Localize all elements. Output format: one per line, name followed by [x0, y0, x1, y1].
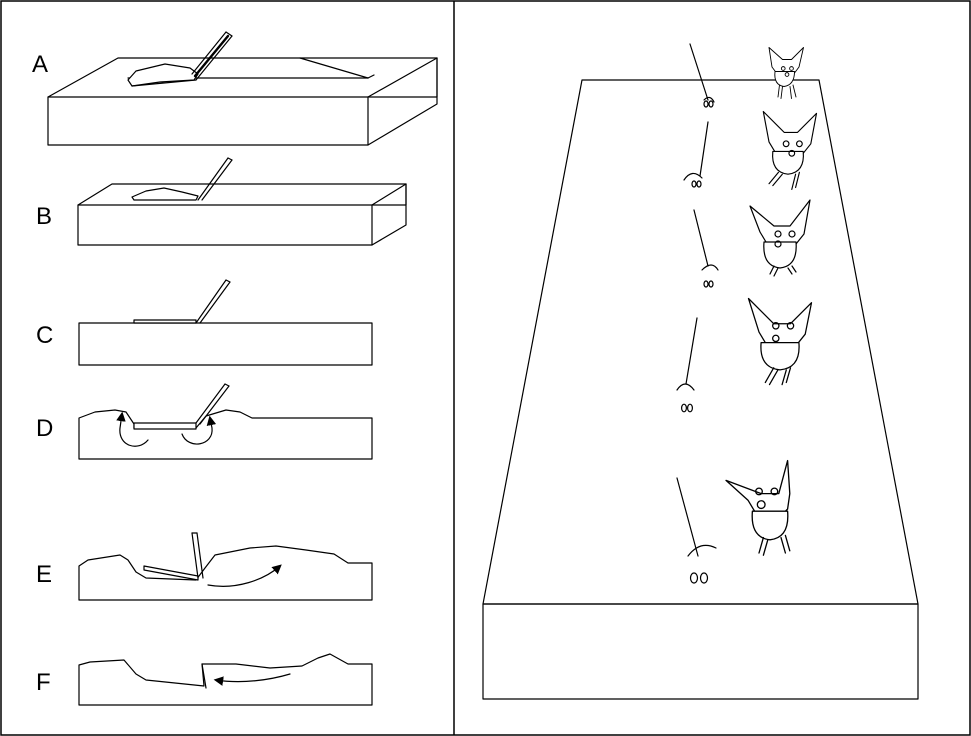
left-panel: A B C D E F [32, 32, 437, 705]
step-label-e: E [36, 561, 52, 588]
animal-2 [763, 112, 816, 190]
step-label-b: B [36, 203, 52, 230]
animal-1 [769, 48, 804, 99]
animal-3 [750, 200, 810, 276]
animal-5 [726, 461, 790, 556]
right-panel [483, 44, 918, 699]
step-label-d: D [36, 415, 53, 442]
step-f-diagram [79, 654, 372, 705]
step-label-f: F [36, 669, 51, 696]
step-c-diagram [79, 280, 372, 365]
step-b-diagram [78, 158, 406, 245]
step-d-diagram [79, 384, 372, 459]
step-label-a: A [32, 51, 48, 78]
probe-sequence [677, 44, 718, 583]
step-label-c: C [36, 322, 53, 349]
animal-4 [749, 299, 812, 385]
block-top-face [483, 80, 918, 604]
step-a-diagram [48, 32, 437, 145]
block-front-face [483, 604, 918, 699]
step-e-diagram [79, 533, 372, 600]
